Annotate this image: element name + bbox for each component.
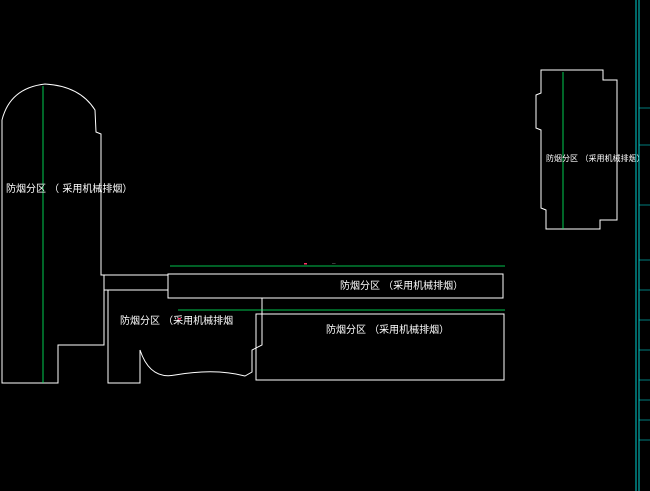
mid-left-label: 防烟分区 （采用机械排烟 bbox=[120, 314, 233, 327]
upper-strip-label: 防烟分区 （采用机械排烟） bbox=[340, 279, 463, 292]
right-tower-label: 防烟分区 （采用机械排烟） bbox=[546, 153, 645, 163]
titleblock-rows bbox=[639, 107, 650, 441]
accent-mark bbox=[178, 318, 181, 320]
lower-right-label: 防烟分区 （采用机械排烟） bbox=[326, 323, 449, 336]
podium-outline bbox=[104, 274, 263, 384]
right-tower-outline bbox=[535, 69, 618, 230]
lower-right-outline bbox=[255, 313, 505, 381]
accent-mark bbox=[304, 263, 307, 265]
left-tower-outline bbox=[1, 83, 105, 384]
upper-strip-dim-text: —— bbox=[332, 261, 336, 265]
upper-strip-outline bbox=[167, 273, 504, 299]
left-tower-label: 防烟分区 （ 采用机械排烟） bbox=[6, 182, 132, 195]
